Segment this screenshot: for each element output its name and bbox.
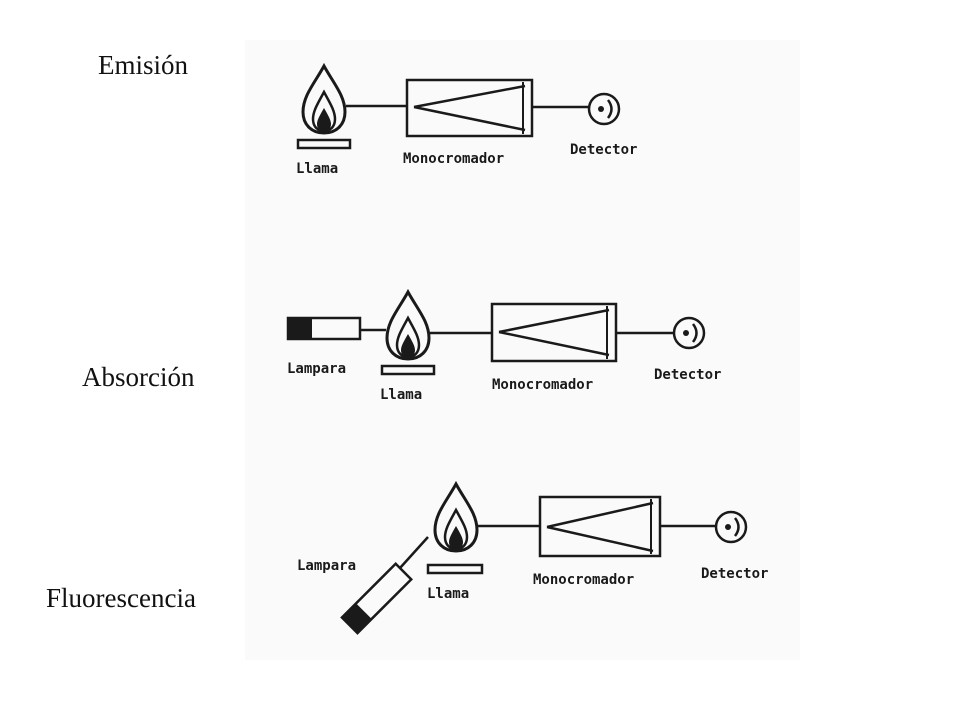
lamp-icon bbox=[286, 316, 362, 341]
monochromator-label: Monocromador bbox=[492, 377, 593, 393]
detector-icon bbox=[587, 92, 621, 126]
flame-icon bbox=[426, 480, 484, 575]
monochromator-icon bbox=[538, 495, 662, 558]
lamp-icon bbox=[340, 561, 414, 635]
detector-label: Detector bbox=[570, 142, 637, 158]
panel-background bbox=[245, 40, 800, 660]
monochromator-label: Monocromador bbox=[533, 572, 634, 588]
lamp-label: Lampara bbox=[297, 558, 356, 574]
detector-icon bbox=[672, 316, 706, 350]
monochromator-icon bbox=[405, 78, 534, 138]
flame-icon bbox=[296, 62, 352, 150]
section-title-absorcion: Absorción bbox=[82, 362, 195, 392]
lamp-label: Lampara bbox=[287, 361, 346, 377]
section-title-emision: Emisión bbox=[98, 50, 189, 80]
flame-label: Llama bbox=[427, 586, 469, 602]
section-title-fluorescencia: Fluorescencia bbox=[46, 583, 196, 613]
optical-path-line bbox=[399, 536, 429, 569]
emision-schematic: Llama Monocromador Detector bbox=[296, 62, 637, 177]
flame-label: Llama bbox=[380, 387, 422, 403]
monochromator-icon bbox=[490, 302, 618, 363]
fluorescencia-schematic: Lampara Llama Monocromador Detector bbox=[297, 480, 768, 635]
flame-icon bbox=[380, 288, 436, 376]
detector-icon bbox=[714, 510, 748, 544]
monochromator-label: Monocromador bbox=[403, 151, 504, 167]
absorcion-schematic: Lampara Llama Monocromador Detector bbox=[286, 288, 721, 403]
detector-label: Detector bbox=[701, 566, 768, 582]
flame-label: Llama bbox=[296, 161, 338, 177]
detector-label: Detector bbox=[654, 367, 721, 383]
